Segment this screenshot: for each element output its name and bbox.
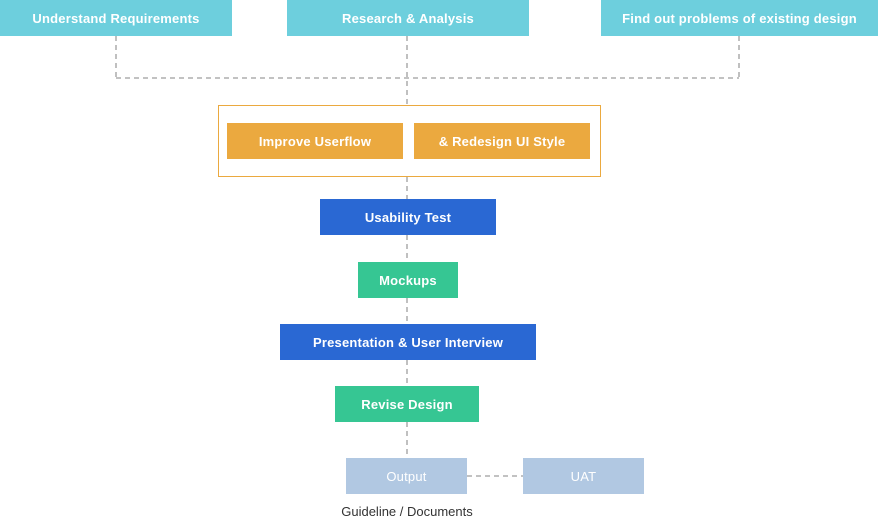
revise-design-box: Revise Design — [335, 386, 479, 422]
redesign-ui-style-box: & Redesign UI Style — [414, 123, 590, 159]
understand-requirements-label: Understand Requirements — [32, 10, 200, 26]
uat-box: UAT — [523, 458, 644, 494]
redesign-ui-style-label: & Redesign UI Style — [438, 133, 566, 149]
output-label: Output — [386, 468, 427, 484]
understand-requirements-box: Understand Requirements — [0, 0, 232, 36]
mockups-label: Mockups — [379, 272, 437, 288]
research-analysis-label: Research & Analysis — [342, 10, 474, 26]
revise-design-label: Revise Design — [361, 396, 453, 412]
output-caption: Guideline / Documents — [341, 504, 473, 519]
usability-test-label: Usability Test — [364, 209, 452, 225]
output-box: Output — [346, 458, 467, 494]
mockups-box: Mockups — [358, 262, 458, 298]
find-problems-box: Find out problems of existing design — [601, 0, 878, 36]
presentation-interview-label: Presentation & User Interview — [312, 334, 504, 350]
uat-label: UAT — [570, 468, 597, 484]
improve-userflow-box: Improve Userflow — [227, 123, 403, 159]
presentation-interview-box: Presentation & User Interview — [280, 324, 536, 360]
find-problems-label: Find out problems of existing design — [622, 10, 857, 26]
research-analysis-box: Research & Analysis — [287, 0, 529, 36]
improve-userflow-label: Improve Userflow — [258, 133, 372, 149]
usability-test-box: Usability Test — [320, 199, 496, 235]
